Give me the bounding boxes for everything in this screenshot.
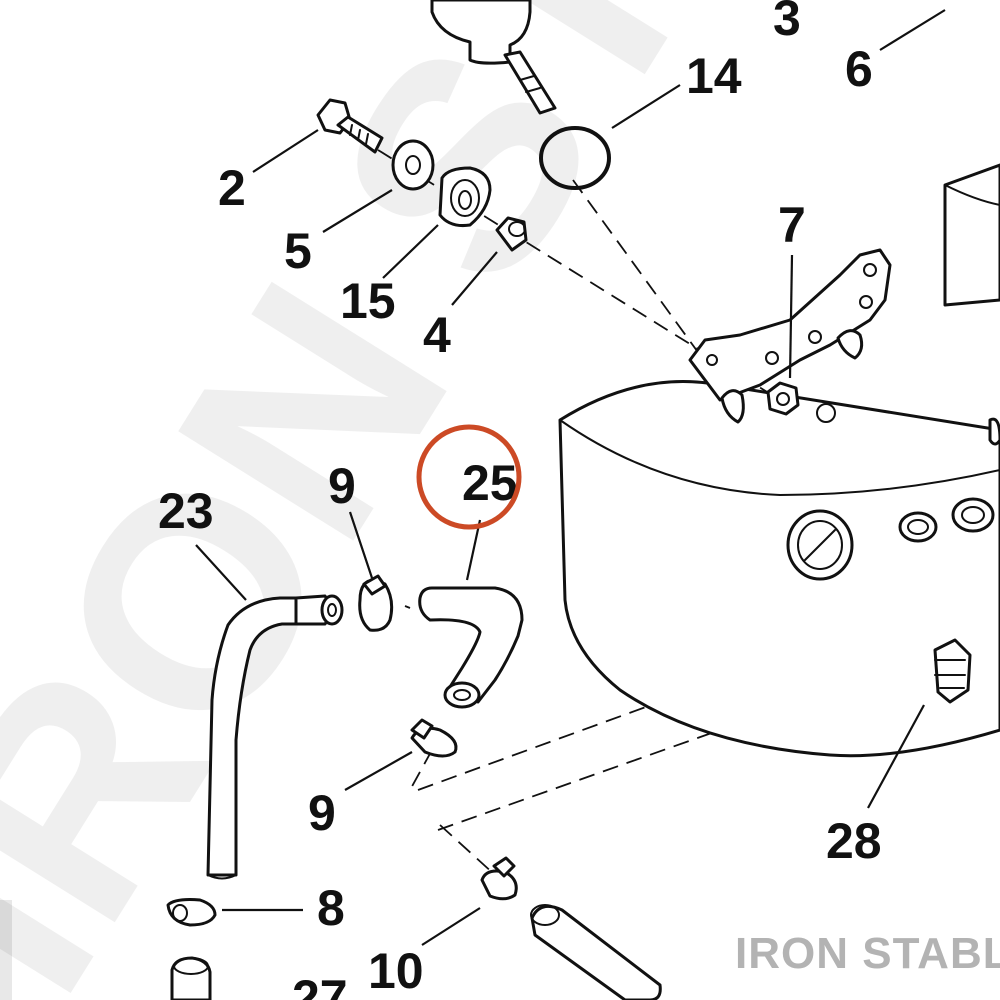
callout-5: 5 [284, 223, 312, 279]
edge-shade [0, 900, 12, 1000]
bolt-part-2 [316, 98, 384, 154]
callout-2: 2 [218, 160, 246, 216]
brand-label: IRON STABLE [735, 929, 1000, 978]
clamp-part-9-lower [410, 718, 458, 758]
callout-14: 14 [686, 48, 742, 104]
clamp-part-10 [480, 856, 518, 901]
washer-part-5 [391, 139, 435, 191]
callout-7: 7 [778, 197, 806, 253]
callout-4: 4 [423, 307, 451, 363]
highlight-circle [416, 424, 522, 530]
callout-25: 25 [462, 455, 518, 511]
callout-15: 15 [340, 273, 396, 329]
callout-23: 23 [158, 483, 214, 539]
nut-part-7 [766, 381, 800, 416]
hose-part-25 [418, 586, 524, 709]
callout-3: 3 [773, 0, 801, 46]
callout-10: 10 [368, 943, 424, 999]
fitting-part-28 [933, 638, 972, 704]
callout-9-upper: 9 [328, 458, 356, 514]
callout-28: 28 [826, 813, 882, 869]
dipstick [430, 0, 557, 115]
callout-27: 27 [292, 970, 348, 1000]
callout-9-lower: 9 [308, 785, 336, 841]
hose-part-27 [170, 956, 212, 1000]
clamp-part-8 [166, 898, 217, 927]
hose-bottom-right [530, 904, 662, 1000]
oil-tank [558, 163, 1000, 758]
hose-part-23 [206, 594, 344, 880]
grommet-part-15 [438, 166, 492, 227]
leader-lines [195, 9, 946, 946]
spacer-part-4 [495, 216, 528, 252]
o-ring-part-14 [539, 126, 611, 190]
callout-8: 8 [317, 880, 345, 936]
clamp-part-9-upper [358, 574, 394, 632]
callout-6: 6 [845, 41, 873, 97]
